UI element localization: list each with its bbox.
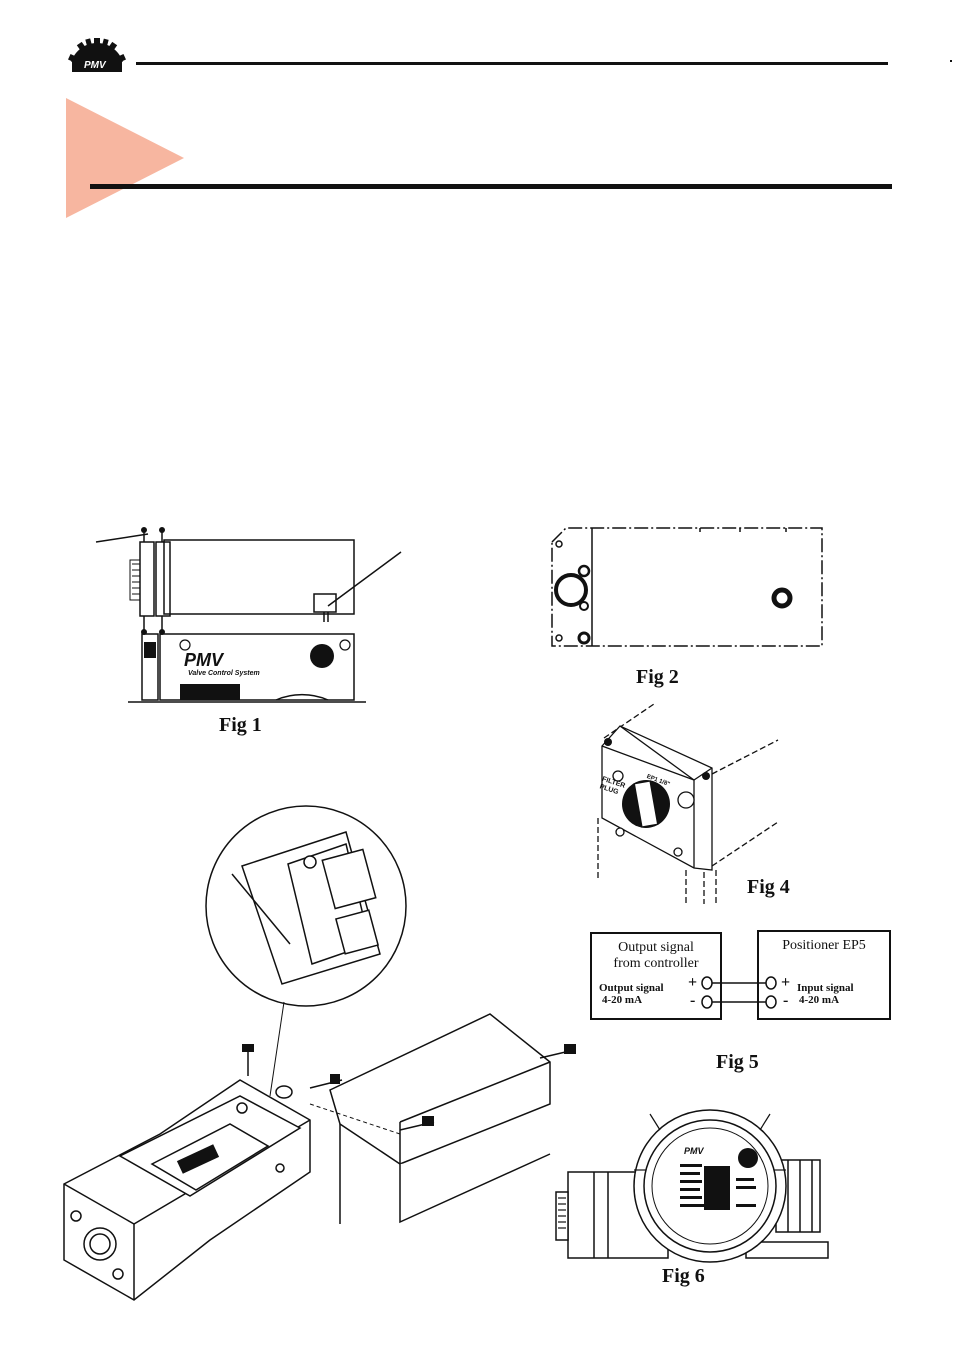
figure-6: PMV (550, 1100, 840, 1263)
fig5-controller-box: Output signal from controller Output sig… (590, 932, 722, 1020)
fig1-device-subtitle: Valve Control System (188, 670, 260, 677)
figure-3-assembly (60, 804, 580, 1304)
fig5-positioner-desc-2: 4-20 mA (799, 994, 840, 1006)
figure-4: EP1 1/8" FILTER PLUG (594, 700, 784, 906)
fig4-drawing (597, 703, 779, 904)
figure-1: PMV Valve Control System (95, 524, 406, 709)
fig5-positioner-minus: - (783, 992, 789, 1009)
fig5-positioner-title: Positioner EP5 (782, 938, 866, 953)
header-rule (136, 62, 888, 65)
section-triangle-marker (66, 98, 184, 218)
figure-2 (550, 526, 826, 652)
section-rule (90, 184, 892, 189)
fig5-controller-desc-2: 4-20 mA (602, 994, 643, 1006)
fig6-drawing (555, 1109, 829, 1263)
fig5-label: Fig 5 (716, 1051, 759, 1073)
fig5-controller-plus: + (688, 974, 698, 991)
fig1-label: Fig 1 (219, 714, 262, 736)
fig5-controller-minus: - (690, 992, 696, 1009)
fig5-positioner-plus: + (781, 974, 791, 991)
fig4-label: Fig 4 (747, 876, 790, 898)
fig2-drawing (551, 527, 823, 647)
fig5-positioner-desc-1: Input signal (797, 982, 854, 994)
fig5-wiring (701, 976, 777, 1009)
fig5-controller-title-2: from controller (613, 956, 699, 971)
fig5-positioner-box: Positioner EP5 + - Input signal 4-20 mA (757, 930, 891, 1020)
fig6-brand: PMV (684, 1146, 704, 1156)
fig5-controller-title-1: Output signal (618, 940, 694, 955)
fig6-label: Fig 6 (662, 1265, 705, 1287)
header-dot (950, 60, 952, 62)
fig2-label: Fig 2 (636, 666, 679, 688)
fig1-drawing (95, 527, 402, 703)
pmv-logo: PMV (64, 38, 130, 74)
gear-logo-icon (64, 38, 130, 72)
fig3-drawing (63, 805, 576, 1301)
fig5-controller-desc-1: Output signal (599, 982, 664, 994)
logo-text: PMV (84, 60, 106, 71)
fig1-device-brand: PMV (184, 650, 224, 670)
